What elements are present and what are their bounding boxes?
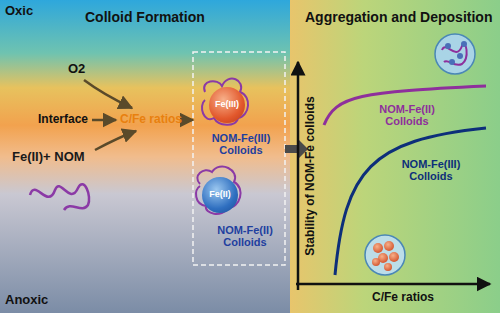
curve-label: NOM-Fe(III) Colloids xyxy=(395,158,467,182)
particle-label: Fe(III) xyxy=(215,100,239,110)
panel-title: Colloid Formation xyxy=(85,10,205,25)
species-label: O2 xyxy=(68,62,85,76)
species-label: Fe(II)+ NOM xyxy=(12,150,85,164)
axis-title: Stability of NOM-Fe colloids xyxy=(304,96,317,255)
zone-label: Anoxic xyxy=(5,293,48,307)
zone-label: Interface xyxy=(38,113,88,126)
iron-particle: Fe(II) xyxy=(202,177,238,213)
zone-label: Oxic xyxy=(5,4,33,18)
panel-title: Aggregation and Deposition xyxy=(305,10,492,25)
colloid-label: NOM-Fe(III) Colloids xyxy=(205,132,277,156)
colloid-label: NOM-Fe(II) Colloids xyxy=(209,224,281,248)
particle-label: Fe(II) xyxy=(209,190,231,200)
axis-title: C/Fe ratios xyxy=(372,291,434,304)
ratio-label: C/Fe ratios xyxy=(120,113,182,126)
curve-label: NOM-Fe(II) Colloids xyxy=(372,103,442,127)
iron-particle: Fe(III) xyxy=(209,87,245,123)
colloid-group-box: NOM-Fe(III) ColloidsNOM-Fe(II) Colloids F… xyxy=(193,52,285,265)
